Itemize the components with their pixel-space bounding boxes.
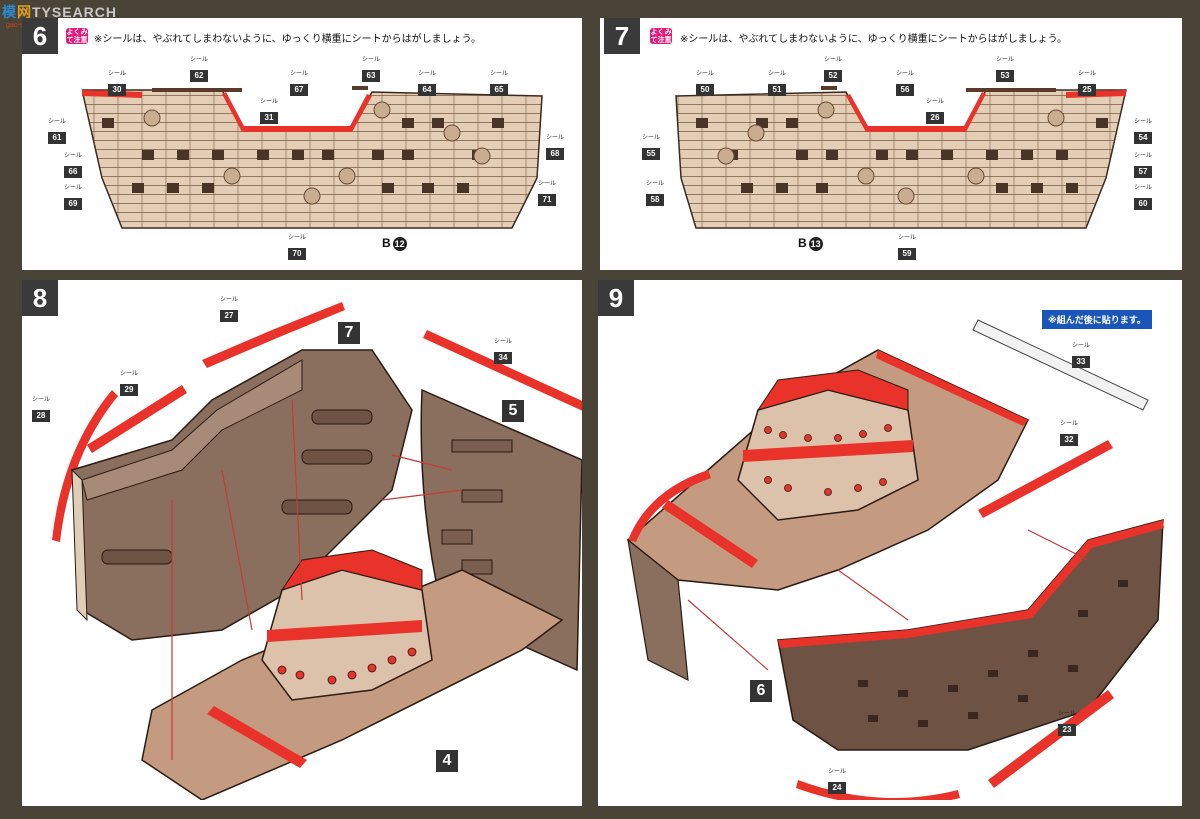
step-6-badge: 6 xyxy=(22,18,58,54)
hull-side-illustration xyxy=(675,86,1127,229)
step-8-badge: 8 xyxy=(22,280,58,316)
part-number-5: 5 xyxy=(502,400,524,422)
caution-mark: よくみて注意 xyxy=(66,28,88,44)
step-6-panel: 6 よくみて注意 ※シールは、やぶれてしまわないように、ゆっくり横重にシートから… xyxy=(22,18,582,270)
part-number-7: 7 xyxy=(338,322,360,344)
hull-final-assembly-illustration xyxy=(626,319,1164,800)
step-9-badge: 9 xyxy=(598,280,634,316)
sticker-note: ※シールは、やぶれてしまわないように、ゆっくり横重にシートからはがしましょう。 xyxy=(680,34,1067,45)
hull-assembly-illustration xyxy=(52,302,582,800)
step-7-panel: 7 よくみて注意 ※シールは、やぶれてしまわないように、ゆっくり横重にシートから… xyxy=(600,18,1182,270)
step-7-badge: 7 xyxy=(604,18,640,54)
note-callout: ※組んだ後に貼ります。 xyxy=(1042,310,1152,329)
watermark-logo: 模网TYSEARCH xyxy=(2,4,118,20)
hull-side-illustration xyxy=(82,86,543,229)
caution-mark: よくみて注意 xyxy=(650,28,672,44)
part-number-6: 6 xyxy=(750,680,772,702)
step-8-panel: 8 xyxy=(22,280,582,806)
part-number-4: 4 xyxy=(436,750,458,772)
sticker-note: ※シールは、やぶれてしまわないように、ゆっくり横重にシートからはがしましょう。 xyxy=(94,34,481,45)
